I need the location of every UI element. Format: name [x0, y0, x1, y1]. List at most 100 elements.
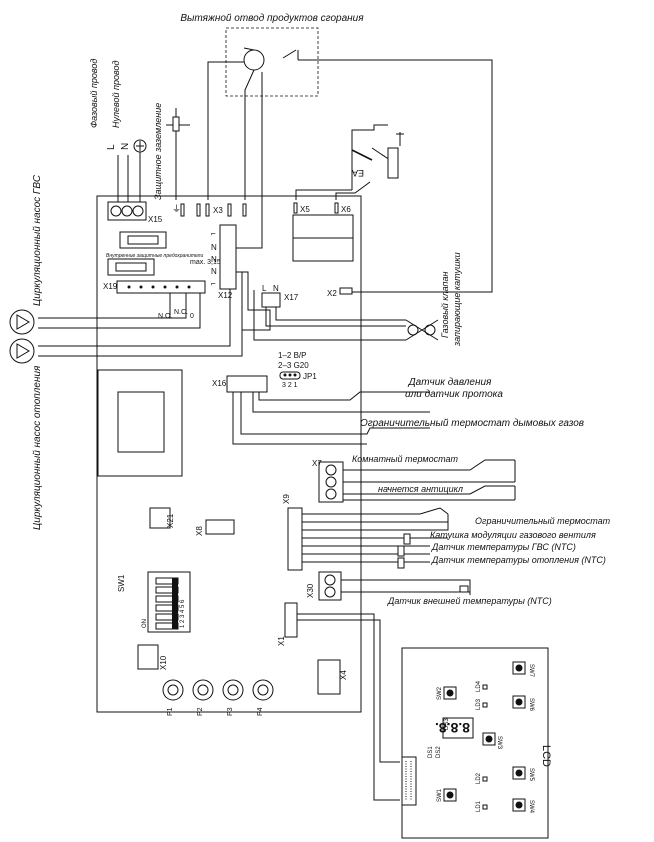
svg-text:X21: X21: [166, 513, 175, 528]
svg-text:LD4: LD4: [476, 680, 482, 692]
svg-text:SW3: SW3: [496, 736, 502, 750]
led-ld4: [482, 684, 488, 690]
svg-text:LD3: LD3: [476, 698, 482, 710]
svg-text:L: L: [262, 284, 267, 293]
x30-terminal: [318, 571, 342, 601]
neutral-label: Нулевой провод: [111, 61, 121, 128]
x1-ribbon-connector: [284, 602, 298, 638]
limit-thermostat-label: Ограничительный термостат: [475, 516, 611, 526]
lcd-label: LCD: [540, 745, 552, 767]
heat-ntc-icon: [397, 557, 405, 569]
svg-text:N: N: [273, 284, 279, 293]
mod-coil-icon: [403, 533, 411, 545]
svg-text:X6: X6: [341, 205, 351, 214]
svg-text:X5: X5: [300, 205, 310, 214]
seven-segment-display: [442, 717, 474, 739]
svg-text:X19: X19: [103, 282, 118, 291]
fan-motor-symbol: [243, 49, 265, 71]
svg-text:SW1: SW1: [437, 788, 443, 802]
svg-text:X12: X12: [218, 291, 233, 300]
ignition-electrode: [351, 149, 373, 161]
svg-text:P3: P3: [227, 707, 234, 716]
svg-text:X10: X10: [159, 655, 168, 670]
gas-valve-label: Газовый клапан: [440, 271, 450, 338]
svg-text:P1: P1: [167, 707, 174, 716]
outdoor-ntc-label: Датчик внешней температуры (NTC): [387, 596, 552, 606]
led-ld3: [482, 702, 488, 708]
svg-text:DS2: DS2: [436, 746, 442, 758]
mod-coil-label: Катушка модуляции газового вентиля: [430, 530, 596, 540]
svg-text:X17: X17: [284, 293, 299, 302]
svg-text:X9: X9: [282, 494, 291, 504]
svg-text:N: N: [120, 143, 131, 150]
dhw-ntc-icon: [397, 545, 405, 557]
svg-text:1 2 3 4 5 6: 1 2 3 4 5 6: [180, 599, 186, 628]
pump-heating-label: Циркуляционный насос отопления: [32, 365, 43, 530]
dhw-ntc-label: Датчик температуры ГВС (NTC): [431, 542, 576, 552]
svg-text:X30: X30: [306, 583, 315, 598]
ground-label: Защитное заземление: [153, 103, 163, 200]
x12-connector: [219, 224, 237, 290]
svg-text:EA: EA: [352, 168, 364, 178]
x8-connector: [205, 519, 235, 535]
svg-text:X15: X15: [148, 215, 163, 224]
svg-text:X8: X8: [195, 526, 204, 536]
svg-text:X1: X1: [277, 636, 286, 646]
pump-heating-icon: [9, 338, 35, 364]
gas-valve-sub-label: запирающие катушки: [452, 252, 462, 347]
svg-text:N.O.: N.O.: [158, 313, 172, 320]
svg-text:JP1: JP1: [303, 372, 317, 381]
svg-text:SW2: SW2: [437, 686, 443, 700]
led-ld2: [482, 776, 488, 782]
svg-text:DS1: DS1: [428, 746, 434, 758]
svg-text:X7: X7: [312, 459, 322, 468]
x16-connector: [226, 375, 268, 393]
svg-text:N: N: [211, 243, 217, 252]
fuses-label: Внутренние защитные предохранители: [106, 253, 203, 259]
exhaust-label: Вытяжной отвод продуктов сгорания: [180, 13, 364, 24]
svg-text:1–2 B/P: 1–2 B/P: [278, 351, 306, 360]
svg-text:0: 0: [190, 313, 194, 320]
svg-text:DS3: DS3: [444, 718, 450, 730]
burner-icon: [387, 147, 399, 179]
svg-text:3 2 1: 3 2 1: [282, 382, 298, 389]
svg-text:P4: P4: [257, 707, 264, 716]
room-thermostat-label: Комнатный термостат: [352, 454, 458, 464]
panel-ribbon-connector: [401, 756, 417, 806]
svg-text:SW1: SW1: [117, 574, 126, 592]
svg-text:N.C.: N.C.: [174, 309, 188, 316]
svg-text:SW4: SW4: [528, 800, 534, 814]
gas-valve-coil-2: [424, 324, 436, 336]
phase-label: Фазовый провод: [89, 59, 99, 128]
pump-dhw-icon: [9, 309, 35, 335]
svg-text:LD1: LD1: [476, 800, 482, 812]
flue-thermostat-label: Ограничительный термостат дымовых газов: [360, 418, 584, 429]
svg-text:P2: P2: [197, 707, 204, 716]
svg-text:⌐: ⌐: [211, 229, 216, 238]
svg-text:L: L: [106, 144, 117, 150]
x17-connector: [261, 292, 281, 308]
svg-text:⌐: ⌐: [211, 279, 216, 288]
svg-text:N: N: [211, 267, 217, 276]
pressure-sensor-label: Датчик давления: [408, 377, 492, 388]
x19-connector: [116, 280, 206, 294]
flow-sensor-label: или датчик протока: [405, 389, 503, 400]
pressure-switch: [282, 49, 297, 59]
anticycle-label: начнется антицикл: [378, 484, 463, 494]
svg-text:SW6: SW6: [528, 698, 534, 712]
svg-text:LD2: LD2: [476, 772, 482, 784]
x9-connector: [287, 507, 303, 571]
x21-connector: [149, 507, 171, 529]
svg-text:8.8.8.: 8.8.8.: [435, 720, 470, 736]
svg-text:X2: X2: [327, 289, 337, 298]
led-ld1: [482, 804, 488, 810]
outdoor-ntc-icon: [459, 585, 469, 593]
svg-text:2–3 G20: 2–3 G20: [278, 361, 309, 370]
x10-connector: [137, 644, 159, 670]
svg-text:SW5: SW5: [528, 768, 534, 782]
svg-text:⏚: ⏚: [172, 204, 181, 214]
svg-text:max. 3,15 A: max. 3,15 A: [190, 259, 227, 266]
svg-text:X16: X16: [212, 379, 227, 388]
svg-text:N: N: [211, 255, 217, 264]
